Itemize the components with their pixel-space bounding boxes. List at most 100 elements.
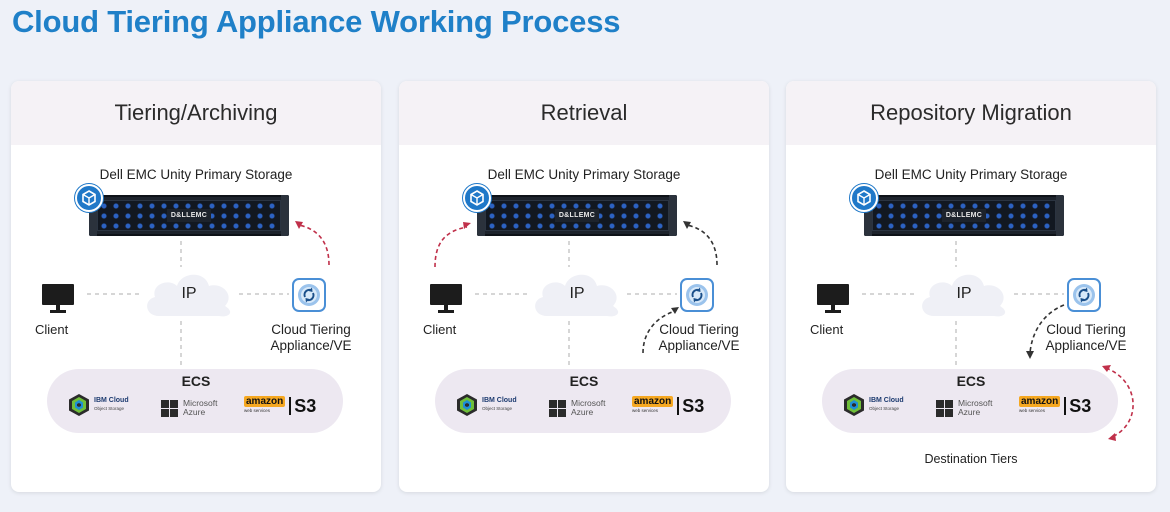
appliance-to-ecs-arrow-head (1026, 351, 1034, 359)
monitor-icon (817, 284, 849, 313)
server-brand: D&LLEMC (555, 209, 599, 222)
panel-heading: Tiering/Archiving (11, 81, 381, 145)
s3-logo-text: S3 (1064, 397, 1091, 415)
monitor-icon (430, 284, 462, 313)
ibm-cloud-icon (457, 394, 477, 416)
appliance-label: Cloud Tiering Appliance/VE (1026, 322, 1146, 354)
appliance-label-line1: Cloud Tiering (271, 322, 351, 337)
client-label: Client (810, 322, 844, 337)
ibm-cloud-icon (844, 394, 864, 416)
cloud-icon (147, 274, 231, 317)
storage-label: Dell EMC Unity Primary Storage (487, 167, 681, 182)
amazon-logo-text: amazon (1019, 396, 1061, 407)
ms-logo-text: Microsoft (571, 398, 606, 408)
client-label: Client (423, 322, 457, 337)
restore-arrow (434, 226, 468, 268)
amazon-logo-text: amazon (632, 396, 674, 407)
vmware-badge-icon (463, 184, 491, 212)
aws-logo-subtext: web services (1019, 408, 1046, 413)
storage-server: D&LLEMC (89, 195, 289, 236)
diagram-canvas: Dell EMC Unity Primary Storage D&LLEMC C… (786, 81, 1156, 492)
azure-logo-text: Azure (571, 407, 594, 417)
connector-lines (87, 221, 330, 366)
diagram-canvas: Dell EMC Unity Primary Storage D&LLEMC C… (399, 81, 769, 492)
microsoft-azure-logo: Microsoft Azure (936, 399, 992, 417)
aws-logo-subtext: web services (632, 408, 659, 413)
ecs-label: ECS (956, 373, 986, 389)
azure-logo-text: Azure (183, 407, 206, 417)
restore-arrow-head (463, 222, 471, 229)
amazon-s3-logo: amazon web services S3 (244, 396, 316, 415)
ibm-logo-text: IBM Cloud (94, 397, 129, 404)
vmware-badge-icon (75, 184, 103, 212)
destination-tiers-label: Destination Tiers (924, 452, 1018, 466)
ibm-logo-subtext: Object Storage (869, 406, 900, 411)
connector-lines (862, 241, 1134, 441)
appliance-label-line2: Appliance/VE (1045, 338, 1127, 353)
ibm-logo-subtext: Object Storage (94, 406, 125, 411)
page-title: Cloud Tiering Appliance Working Process (12, 4, 621, 39)
ibm-cloud-logo: IBM Cloud Object Storage (67, 393, 129, 417)
ecs-to-appliance-arrow (642, 310, 676, 354)
panel-retrieval: Retrieval Dell EMC Unity Primary Storage… (399, 81, 769, 492)
appliance-label-line2: Appliance/VE (270, 338, 352, 353)
appliance-to-ecs-arrow (1029, 304, 1065, 354)
storage-label: Dell EMC Unity Primary Storage (874, 167, 1068, 182)
upload-arrow-head (295, 221, 303, 229)
appliance-refresh-icon (680, 278, 714, 312)
appliance-label: Cloud Tiering Appliance/VE (639, 322, 759, 354)
appliance-refresh-icon (1067, 278, 1101, 312)
client-label: Client (35, 322, 69, 337)
cloud-icon (922, 274, 1006, 317)
upload-arrow (298, 224, 330, 266)
appliance-label-line1: Cloud Tiering (1046, 322, 1126, 337)
server-brand: D&LLEMC (167, 209, 211, 222)
ecs-label: ECS (181, 373, 211, 389)
appliance-label: Cloud Tiering Appliance/VE (251, 322, 371, 354)
panel-repository-migration: Repository Migration Dell EMC Unity Prim… (786, 81, 1156, 492)
s3-logo-text: S3 (677, 397, 704, 415)
panel-tiering-archiving: Tiering/Archiving Dell EMC Unity Primary… (11, 81, 381, 492)
connector-lines (434, 221, 718, 366)
ecs-to-appliance-arrow-head (671, 307, 679, 314)
migration-arrow-down (1105, 367, 1134, 438)
microsoft-windows-icon (161, 399, 178, 417)
ip-label: IP (181, 285, 197, 302)
appliance-label-line1: Cloud Tiering (659, 322, 739, 337)
microsoft-windows-icon (936, 399, 953, 417)
panel-heading: Retrieval (399, 81, 769, 145)
storage-server: D&LLEMC (477, 195, 677, 236)
ibm-logo-text: IBM Cloud (482, 397, 517, 404)
appliance-refresh-icon (292, 278, 326, 312)
recall-arrow (686, 224, 718, 266)
microsoft-windows-icon (549, 399, 566, 417)
ecs-label: ECS (569, 373, 599, 389)
ibm-logo-text: IBM Cloud (869, 397, 904, 404)
migration-arrow-down-head (1108, 433, 1116, 441)
storage-label: Dell EMC Unity Primary Storage (99, 167, 293, 182)
ibm-cloud-icon (69, 394, 89, 416)
migration-arrow-up-head (1102, 365, 1111, 372)
amazon-logo-text: amazon (244, 396, 286, 407)
ibm-logo-subtext: Object Storage (482, 406, 513, 411)
microsoft-azure-logo: Microsoft Azure (549, 399, 605, 417)
ibm-cloud-logo: IBM Cloud Object Storage (842, 393, 904, 417)
ms-logo-text: Microsoft (183, 398, 218, 408)
ecs-container (435, 369, 731, 433)
aws-logo-subtext: web services (244, 408, 271, 413)
s3-logo-text: S3 (289, 397, 316, 415)
ip-label: IP (956, 285, 972, 302)
cloud-icon (535, 274, 619, 317)
storage-server: D&LLEMC (864, 195, 1064, 236)
ecs-container (822, 369, 1118, 433)
amazon-s3-logo: amazon web services S3 (1019, 396, 1091, 415)
ibm-cloud-logo: IBM Cloud Object Storage (455, 393, 517, 417)
panel-heading: Repository Migration (786, 81, 1156, 145)
server-brand: D&LLEMC (942, 209, 986, 222)
monitor-icon (42, 284, 74, 313)
appliance-label-line2: Appliance/VE (658, 338, 740, 353)
microsoft-azure-logo: Microsoft Azure (161, 399, 217, 417)
amazon-s3-logo: amazon web services S3 (632, 396, 704, 415)
azure-logo-text: Azure (958, 407, 981, 417)
ms-logo-text: Microsoft (958, 398, 993, 408)
